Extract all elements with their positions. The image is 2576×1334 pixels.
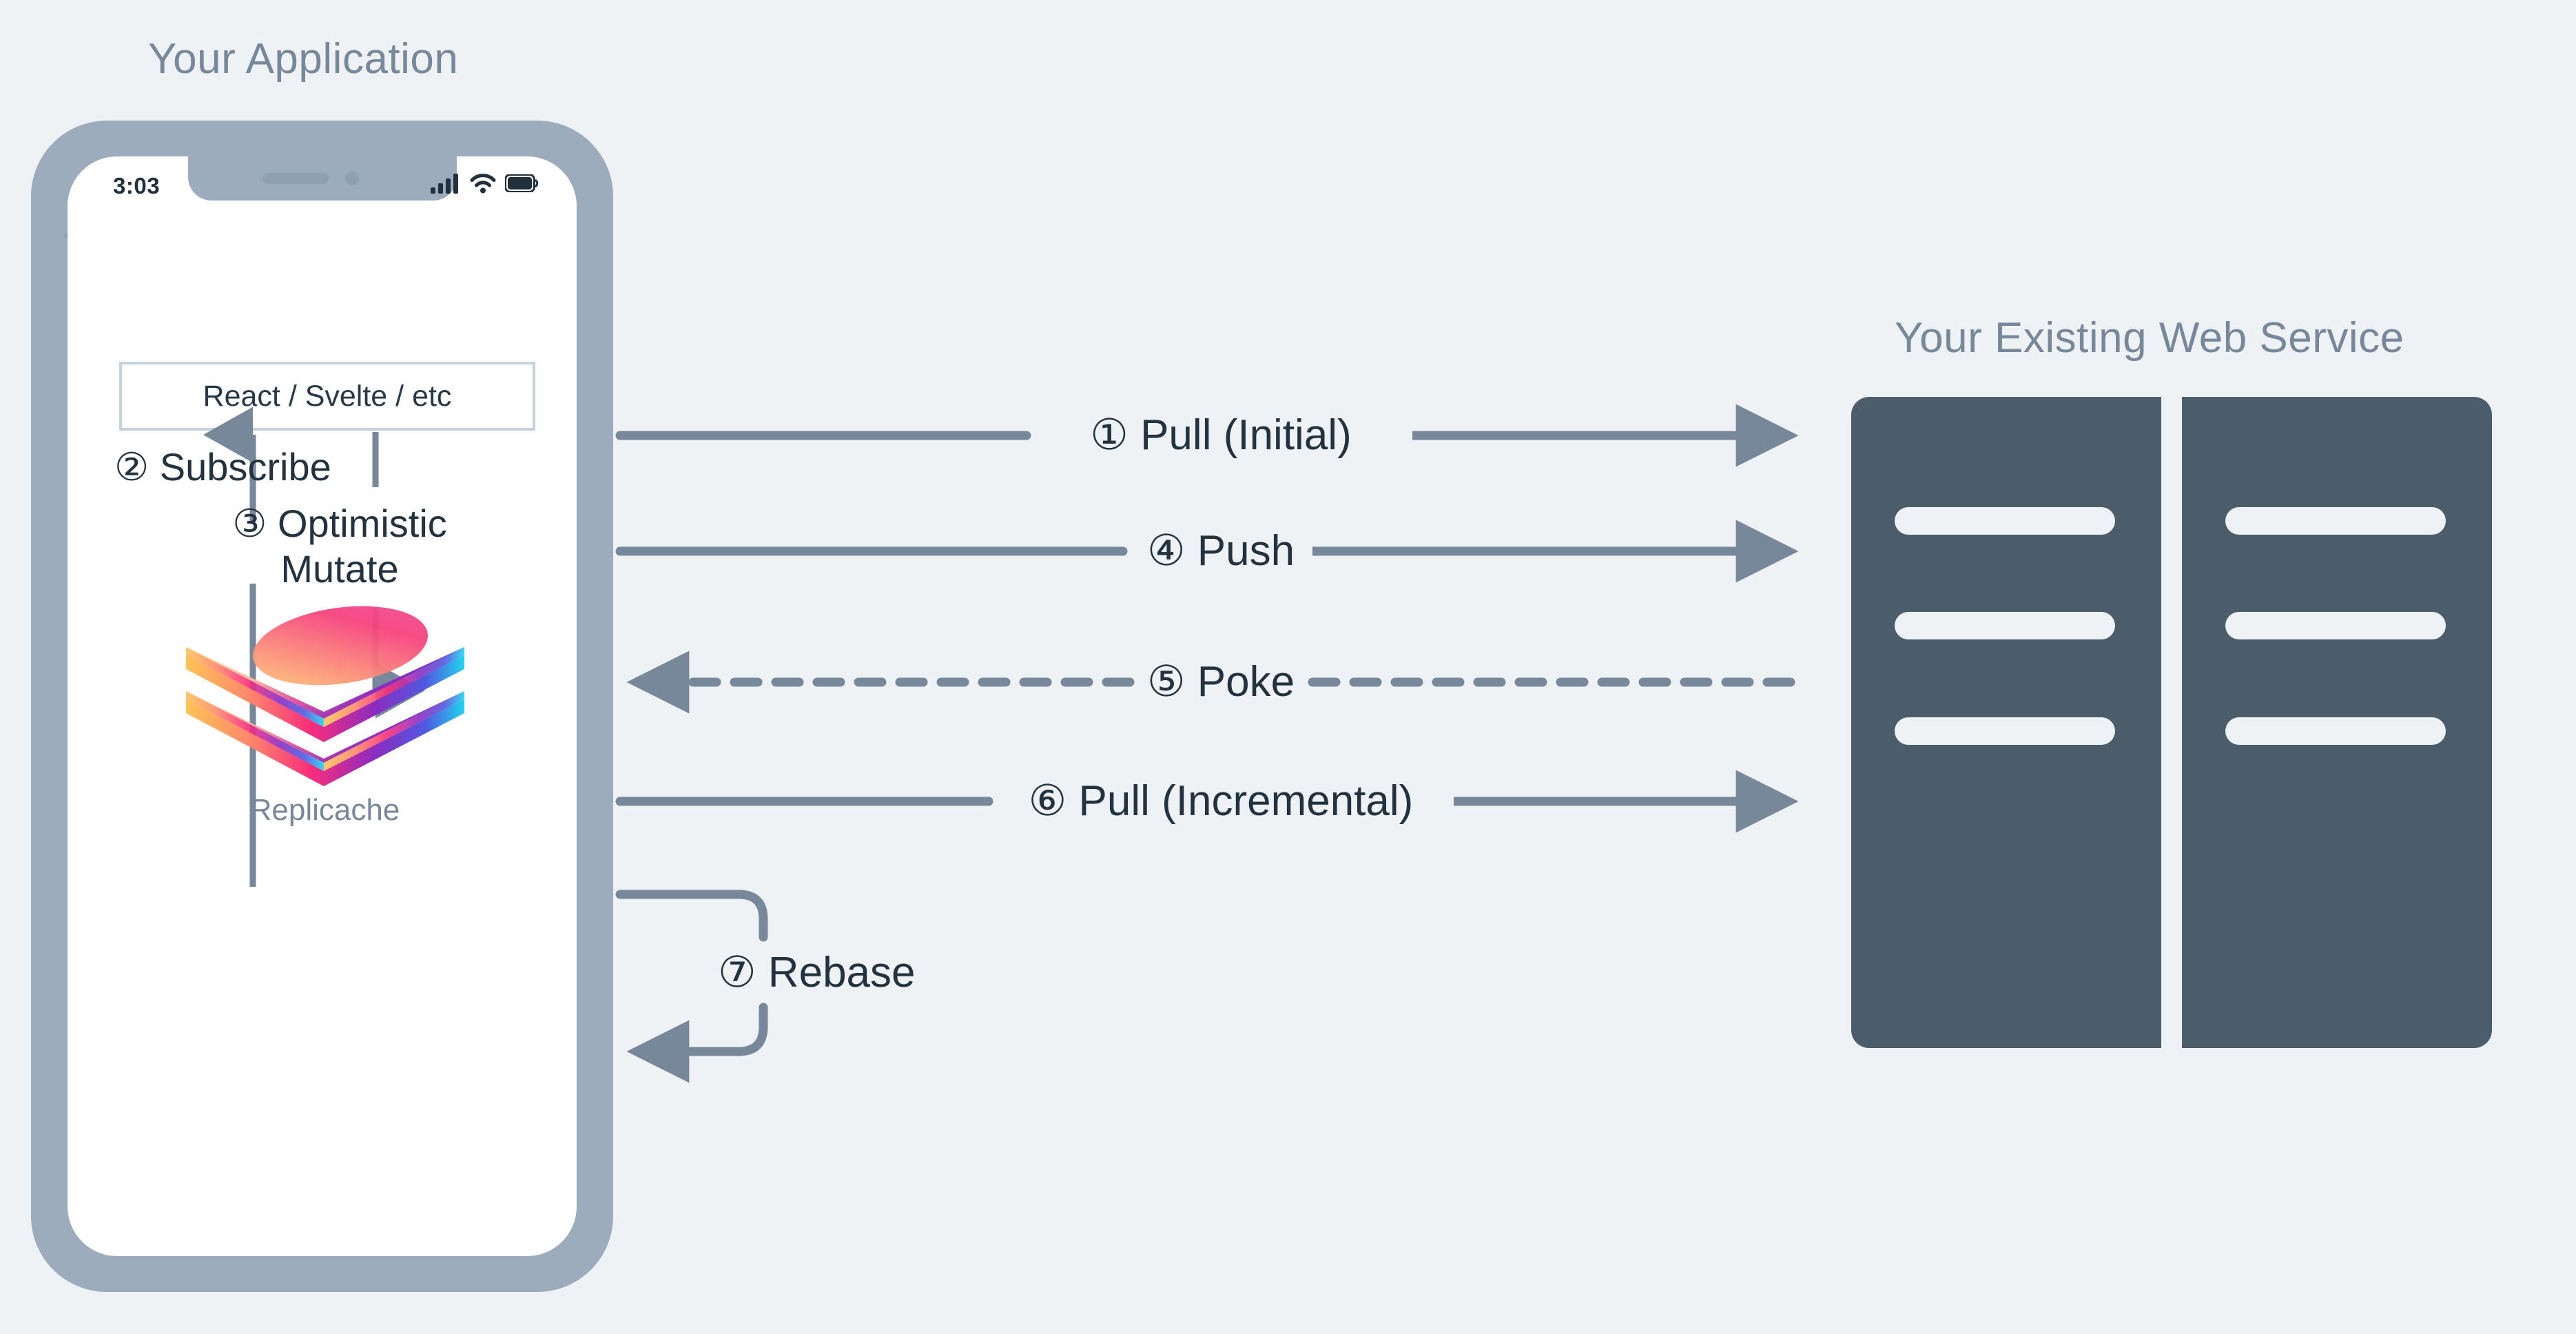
battery-icon (504, 174, 539, 196)
replicache-label: Replicache (249, 793, 400, 827)
server-rack-right (2182, 397, 2492, 1048)
status-bar-icons (431, 173, 539, 197)
front-camera-icon (344, 172, 359, 185)
earpiece-speaker-icon (262, 173, 329, 184)
phone-notch (187, 156, 457, 201)
connector-label-pull-initial: ① Pull (Initial) (1082, 414, 1360, 457)
mutate-line-2: Mutate (280, 547, 399, 591)
server-slot (1895, 507, 2115, 535)
phone-screen: 3:03 (68, 156, 577, 1256)
cellular-signal-icon (431, 173, 461, 197)
subscribe-flow-label: ② Subscribe (114, 445, 331, 489)
application-section-title: Your Application (148, 35, 459, 83)
optimistic-mutate-flow-label: ③ Optimistic Mutate (202, 501, 477, 592)
replicache-layers-logo (185, 606, 464, 786)
server-slot (1895, 717, 2115, 745)
web-service-servers (1851, 397, 2492, 1048)
server-slot (2225, 612, 2446, 639)
server-rack-left (1851, 397, 2161, 1048)
wifi-icon (470, 173, 496, 197)
server-slot (1895, 612, 2115, 639)
phone-mockup: 3:03 (31, 121, 613, 1292)
server-slot (2225, 507, 2446, 535)
web-service-section-title: Your Existing Web Service (1895, 314, 2404, 362)
server-slot (2225, 717, 2446, 745)
framework-box: React / Svelte / etc (119, 362, 535, 431)
replicache-datastore: Replicache (161, 603, 488, 828)
mutate-line-1: ③ Optimistic (232, 502, 447, 545)
connector-label-push: ④ Push (1138, 530, 1304, 573)
connector-label-pull-incremental: ⑥ Pull (Incremental) (1020, 780, 1422, 823)
status-bar-time: 3:03 (113, 173, 161, 198)
connector-label-poke: ⑤ Poke (1138, 661, 1304, 704)
connector-label-rebase: ⑦ Rebase (711, 947, 923, 998)
